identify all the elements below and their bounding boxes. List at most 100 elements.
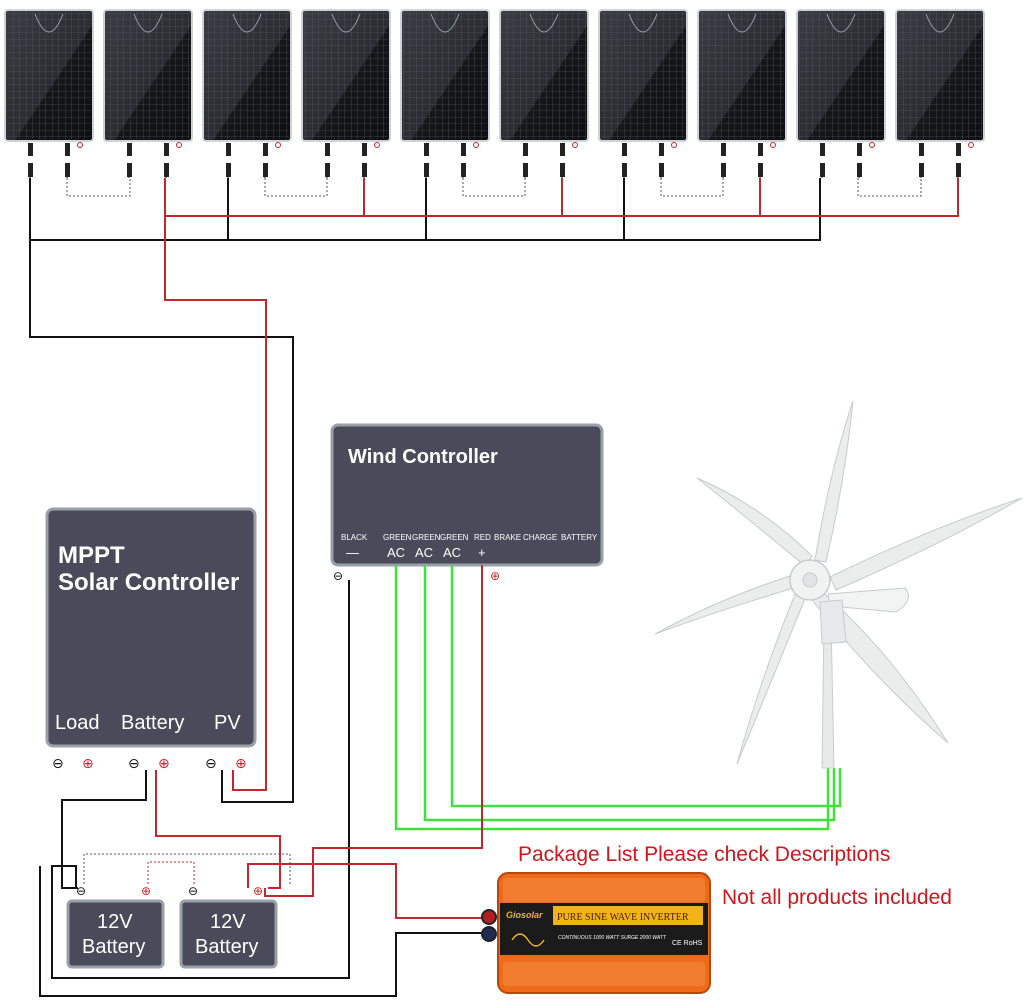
panel-positive-connector: [461, 143, 466, 156]
load-positive-icon: ⊕: [82, 756, 94, 772]
inverter-negative-terminal: [481, 926, 497, 942]
panel-negative-connector: [721, 143, 726, 156]
battery-1-negative-icon: ⊖: [76, 884, 86, 898]
panel-positive-mark: [770, 142, 776, 148]
panel-positive-mark: [869, 142, 875, 148]
not-included-note: Not all products included: [722, 886, 952, 909]
mppt-battery-label: Battery: [121, 712, 184, 734]
wind-symbol-ac-2: AC: [415, 545, 433, 560]
panel-positive-connector: [659, 143, 664, 156]
battery-1-voltage: 12V: [97, 911, 133, 933]
panel-positive-mark: [275, 142, 281, 148]
solar-panel: [202, 9, 292, 178]
mppt-solar-controller: MPPT Solar Controller Load Battery PV: [45, 507, 257, 748]
panel-positive-connector: [65, 143, 70, 156]
solar-panel: [697, 9, 787, 178]
package-note: Package List Please check Descriptions: [518, 843, 890, 866]
pv-positive-icon: ⊕: [235, 756, 247, 772]
wind-positive-icon: ⊕: [490, 569, 500, 583]
battery-terminals: ⊖ ⊕ ⊖ ⊕: [76, 884, 263, 898]
wind-controller: Wind Controller BLACK GREEN GREEN GREEN …: [330, 423, 604, 567]
battery-1: [66, 899, 165, 969]
panel-negative-connector: [325, 143, 330, 156]
battery-positive-icon: ⊕: [158, 756, 170, 772]
wind-terminal-green-1: GREEN: [383, 533, 412, 542]
panel-positive-connector: [362, 143, 367, 156]
wind-symbol-ac-1: AC: [387, 545, 405, 560]
turbine-ac-wiring: [394, 565, 842, 831]
inverter-brand: Giosolar: [506, 910, 543, 920]
wind-to-battery-wiring: [51, 565, 483, 979]
wind-terminal-red: RED: [474, 533, 491, 542]
panel-negative-connector: [424, 143, 429, 156]
panel-negative-connector: [919, 143, 924, 156]
solar-panel: [499, 9, 589, 178]
solar-panel: [103, 9, 193, 178]
inverter-title: PURE SINE WAVE INVERTER: [557, 912, 689, 923]
battery-2-positive-icon: ⊕: [253, 884, 263, 898]
panel-positive-connector: [956, 143, 961, 156]
controller-to-battery-wiring: [61, 770, 291, 889]
load-negative-icon: ⊖: [52, 756, 64, 772]
battery-1-positive-icon: ⊕: [141, 884, 151, 898]
panel-positive-connector: [164, 143, 169, 156]
solar-panel: [796, 9, 886, 178]
inverter-positive-terminal: [481, 909, 497, 925]
panel-positive-connector: [560, 143, 565, 156]
inverter-spec: CONTINUOUS 1000 WATT SURGE 2000 WATT: [558, 935, 667, 941]
wind-terminal-black: BLACK: [341, 533, 368, 542]
panel-positive-mark: [572, 142, 578, 148]
pv-negative-icon: ⊖: [205, 756, 217, 772]
solar-panel: [598, 9, 688, 178]
battery-negative-icon: ⊖: [128, 756, 140, 772]
solar-panel: [400, 9, 490, 178]
mppt-load-label: Load: [55, 712, 100, 734]
battery-1-label: Battery: [82, 936, 145, 958]
panel-positive-mark: [671, 142, 677, 148]
wind-negative-icon: ⊖: [333, 569, 343, 583]
battery-2-negative-icon: ⊖: [188, 884, 198, 898]
mppt-title-line1: MPPT: [58, 542, 125, 569]
mppt-pv-label: PV: [214, 712, 241, 734]
battery-2-voltage: 12V: [210, 911, 246, 933]
panel-positive-mark: [968, 142, 974, 148]
mppt-terminals: ⊖ ⊕ ⊖ ⊕ ⊖ ⊕: [52, 756, 247, 772]
panel-positive-mark: [473, 142, 479, 148]
battery-2: [179, 899, 278, 969]
panel-negative-connector: [28, 143, 33, 156]
battery-2-label: Battery: [195, 936, 258, 958]
wind-turbine: [654, 400, 1023, 769]
inverter-cert: CE RoHS: [672, 940, 703, 947]
solar-panel-array: [4, 9, 985, 178]
panel-negative-connector: [523, 143, 528, 156]
panel-negative-connector: [622, 143, 627, 156]
panel-positive-connector: [857, 143, 862, 156]
panel-negative-connector: [226, 143, 231, 156]
wind-controller-title: Wind Controller: [348, 446, 498, 468]
panel-array-wiring: [29, 178, 959, 241]
wind-symbol-minus: —: [346, 545, 359, 560]
wind-terminal-green-2: GREEN: [412, 533, 441, 542]
panel-negative-connector: [127, 143, 132, 156]
panel-positive-mark: [374, 142, 380, 148]
pv-to-controller-wiring: [29, 216, 294, 803]
wind-terminal-battery: BATTERY: [561, 533, 598, 542]
panel-negative-connector: [820, 143, 825, 156]
panel-positive-mark: [77, 142, 83, 148]
panel-positive-connector: [758, 143, 763, 156]
wind-terminal-green-3: GREEN: [440, 533, 469, 542]
pure-sine-wave-inverter: Giosolar PURE SINE WAVE INVERTER CONTINU…: [481, 872, 711, 994]
panel-positive-mark: [176, 142, 182, 148]
wind-terminal-charge: CHARGE: [523, 533, 557, 542]
wind-controller-terminals: ⊖ ⊕: [333, 569, 500, 583]
mppt-title-line2: Solar Controller: [58, 569, 239, 596]
solar-panel: [4, 9, 94, 178]
solar-panel: [895, 9, 985, 178]
solar-panel: [301, 9, 391, 178]
panel-positive-connector: [263, 143, 268, 156]
battery-to-inverter-wiring: [39, 863, 484, 997]
battery-bank: 12V Battery 12V Battery: [66, 899, 278, 969]
wind-symbol-plus: +: [478, 545, 486, 560]
wind-terminal-brake: BRAKE: [494, 533, 521, 542]
